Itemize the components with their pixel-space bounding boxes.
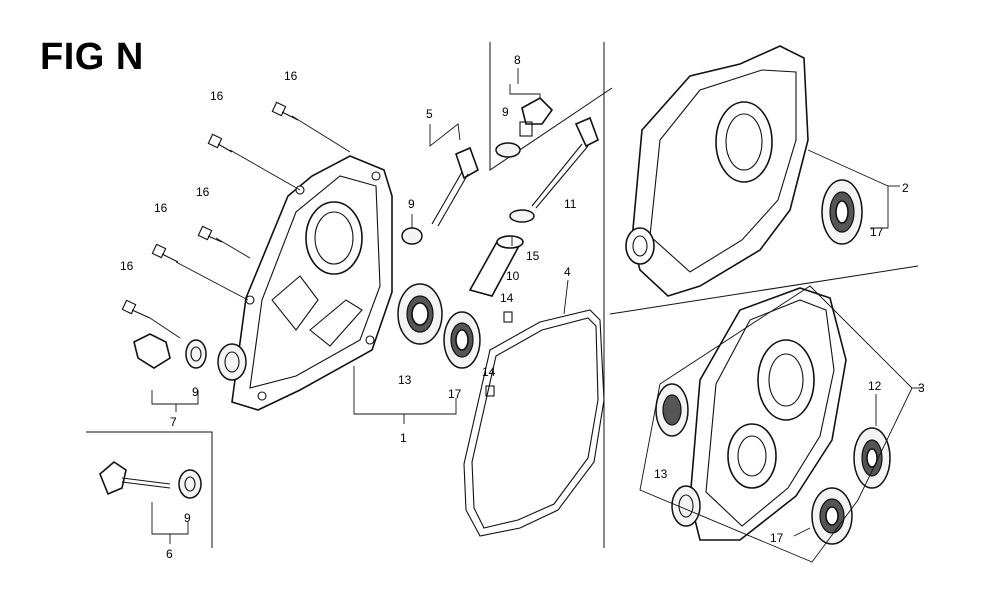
callout-8: 8 — [514, 53, 521, 67]
callout-15: 15 — [526, 249, 540, 263]
bearing-17-lower-right — [811, 487, 853, 545]
part-8-plug — [495, 68, 554, 158]
bearing-13-left — [397, 283, 443, 345]
callout-16: 16 — [120, 259, 134, 273]
callout-17: 17 — [448, 387, 462, 401]
dowel-pins-14 — [485, 311, 513, 397]
cover-oil-seal — [217, 343, 247, 381]
callout-4: 4 — [564, 265, 571, 279]
callout-17: 17 — [770, 531, 784, 545]
callout-17: 17 — [870, 225, 884, 239]
callout-13: 13 — [654, 467, 668, 481]
assembly-1-bracket — [353, 366, 457, 415]
crankcase-cover-3 — [689, 287, 847, 541]
filler-tube-10 — [468, 209, 535, 297]
callout-14: 14 — [482, 365, 496, 379]
callout-11: 11 — [564, 197, 577, 211]
callout-12: 12 — [868, 379, 882, 393]
callout-13: 13 — [398, 373, 412, 387]
gasket-4 — [463, 279, 605, 537]
callout-9: 9 — [192, 385, 199, 399]
assembly-3-outline — [639, 285, 913, 563]
bearing-13-right — [655, 383, 689, 437]
oil-dipstick-6 — [99, 460, 202, 544]
callout-9: 9 — [502, 105, 509, 119]
callout-16: 16 — [196, 185, 210, 199]
callout-16: 16 — [210, 89, 224, 103]
callout-9: 9 — [408, 197, 415, 211]
drain-plug-7 — [133, 333, 207, 412]
callout-16: 16 — [284, 69, 298, 83]
callout-9: 9 — [184, 511, 191, 525]
callout-16: 16 — [154, 201, 168, 215]
section-dividers — [86, 42, 919, 548]
callout-7: 7 — [170, 415, 177, 429]
part-5-shaft — [401, 123, 479, 245]
crankcase-cover-2 — [625, 45, 809, 297]
dipstick-11 — [531, 116, 599, 209]
crankcase-cover-main — [231, 155, 393, 411]
bearing-17-left — [443, 311, 481, 369]
callout-2: 2 — [902, 181, 909, 195]
bearing-17-upper-right — [821, 179, 863, 245]
figure-title: FIG N — [40, 36, 144, 78]
bolts-16 — [121, 101, 351, 339]
callout-6: 6 — [166, 547, 173, 561]
callout-1: 1 — [400, 431, 407, 445]
bearing-12 — [853, 427, 891, 489]
callout-14: 14 — [500, 291, 514, 305]
callout-labels: 16 16 16 16 16 5 9 8 9 11 15 10 4 14 14 … — [120, 53, 925, 561]
callout-5: 5 — [426, 107, 433, 121]
callout-3: 3 — [918, 381, 925, 395]
callout-10: 10 — [506, 269, 520, 283]
seal-lower-right — [671, 485, 701, 527]
